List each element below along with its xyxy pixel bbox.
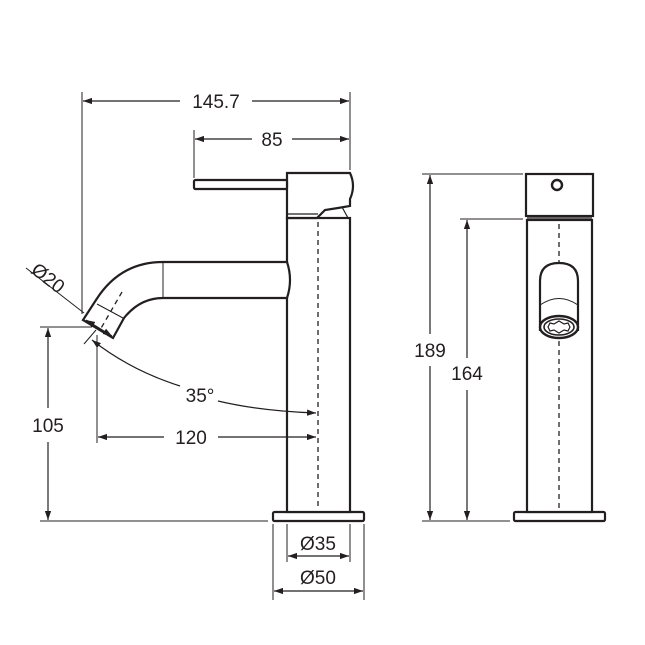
front-spout-bend-line <box>539 298 579 306</box>
angle-arc-right <box>217 400 317 416</box>
body-diameter-label: Ø35 <box>300 534 336 555</box>
front-view: 189 164 <box>414 172 607 523</box>
overall-height-label: 189 <box>414 341 446 362</box>
side-view: Ø20 145.7 85 105 35° 120 Ø35 <box>25 92 366 600</box>
handle-length-label: 85 <box>261 130 282 151</box>
body-height-label: 164 <box>451 364 483 385</box>
aerator-line <box>96 303 124 319</box>
spout-angle-label: 35° <box>186 386 215 407</box>
angle-tick <box>83 329 97 345</box>
front-base-plate <box>512 510 607 523</box>
base-plate <box>271 510 366 523</box>
aerator-inner <box>543 318 575 336</box>
spout-reach-label: 120 <box>175 428 207 449</box>
front-spout-tube <box>538 261 580 331</box>
outlet-diameter-arrow <box>85 319 113 337</box>
overall-reach-label: 145.7 <box>192 92 240 113</box>
lever-handle <box>192 178 289 191</box>
outlet-height-label: 105 <box>32 416 64 437</box>
handle-head <box>285 171 355 220</box>
indicator-dot-icon <box>550 178 564 192</box>
outlet-diameter-leader <box>25 267 85 314</box>
angle-arc-left <box>91 339 181 387</box>
base-diameter-label: Ø50 <box>300 568 336 589</box>
spout <box>81 260 292 340</box>
outlet-diameter-label: Ø20 <box>27 259 68 298</box>
handle-collar-edge <box>341 206 349 219</box>
aerator-mesh-icon <box>547 320 571 334</box>
